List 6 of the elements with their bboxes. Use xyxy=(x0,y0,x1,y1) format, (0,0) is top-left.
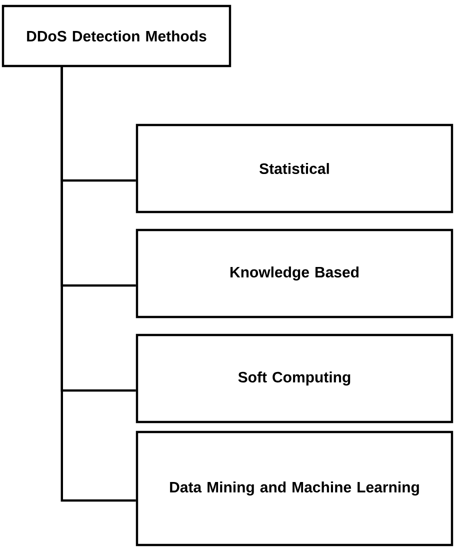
root-box: DDoS Detection Methods xyxy=(2,4,232,68)
method-box: Data Mining and Machine Learning xyxy=(136,430,454,546)
method-box: Soft Computing xyxy=(136,334,454,424)
method-box: Knowledge Based xyxy=(136,228,454,318)
connector-line xyxy=(60,67,136,502)
method-box: Statistical xyxy=(136,124,454,214)
